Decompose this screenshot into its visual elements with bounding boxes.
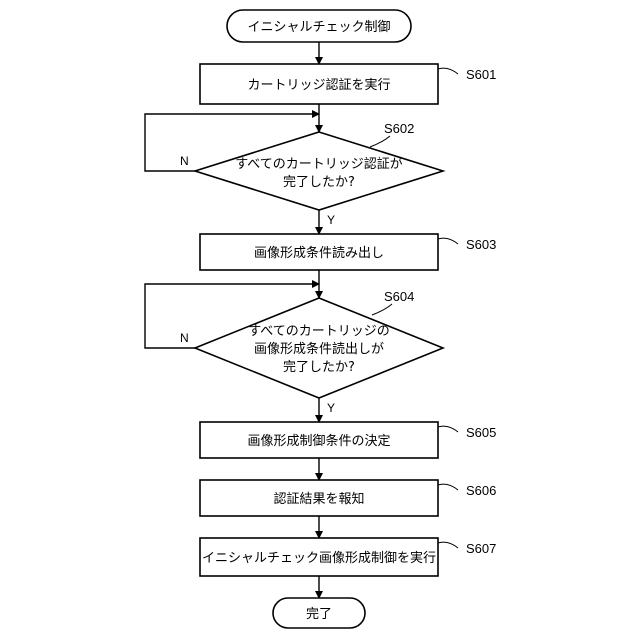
decision-s604: すべてのカートリッジの 画像形成条件読出しが 完了したか?	[195, 298, 443, 398]
step-label-s601: S601	[466, 67, 496, 82]
step-label-s607: S607	[466, 541, 496, 556]
decision-s602-line2: 完了したか?	[283, 175, 355, 190]
process-s601: カートリッジ認証を実行	[200, 64, 438, 104]
decision-s604-line1: すべてのカートリッジの	[248, 324, 390, 339]
start-terminal: イニシャルチェック制御	[227, 10, 411, 42]
step-leader	[372, 304, 392, 315]
step-leader	[438, 542, 458, 548]
decision-s602-line1: すべてのカートリッジ認証が	[235, 156, 403, 172]
step-label-s603: S603	[466, 237, 496, 252]
process-s605: 画像形成制御条件の決定	[200, 422, 438, 458]
branch-yes-label: Y	[327, 213, 335, 227]
branch-yes-label: Y	[327, 401, 335, 415]
process-s606: 認証結果を報知	[200, 480, 438, 516]
end-label: 完了	[306, 607, 332, 622]
branch-no-label: N	[180, 331, 189, 345]
step-leader	[370, 136, 390, 147]
process-s607: イニシャルチェック画像形成制御を実行	[200, 538, 438, 576]
step-leader	[438, 68, 458, 74]
process-s607-label: イニシャルチェック画像形成制御を実行	[202, 550, 436, 566]
decision-s602: すべてのカートリッジ認証が 完了したか?	[195, 132, 443, 210]
step-label-s606: S606	[466, 483, 496, 498]
step-label-s604: S604	[384, 289, 414, 304]
start-label: イニシャルチェック制御	[247, 20, 390, 35]
step-leader	[438, 238, 458, 244]
branch-no-label: N	[180, 154, 189, 168]
step-leader	[438, 484, 458, 490]
process-s603: 画像形成条件読み出し	[200, 234, 438, 270]
decision-s604-line3: 完了したか?	[283, 360, 355, 375]
step-label-s602: S602	[384, 121, 414, 136]
process-s601-label: カートリッジ認証を実行	[247, 77, 390, 93]
end-terminal: 完了	[273, 598, 365, 628]
process-s606-label: 認証結果を報知	[273, 491, 364, 507]
step-label-s605: S605	[466, 425, 496, 440]
step-leader	[438, 426, 458, 432]
decision-s604-line2: 画像形成条件読出しが	[254, 341, 384, 357]
process-s605-label: 画像形成制御条件の決定	[247, 433, 390, 449]
process-s603-label: 画像形成条件読み出し	[254, 245, 384, 261]
